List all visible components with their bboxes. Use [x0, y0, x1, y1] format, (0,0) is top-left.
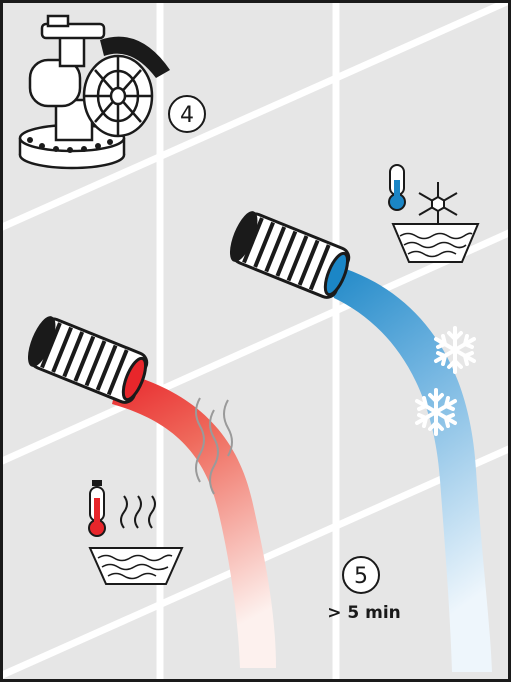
step-4-badge: 4 [168, 95, 206, 133]
hot-hose-coupling [27, 316, 149, 404]
hot-water-stream [112, 372, 276, 668]
step-5-duration: > 5 min [327, 603, 401, 623]
valve-handwheel-icon [18, 14, 170, 170]
step-5-badge: 5 [342, 556, 380, 594]
hot-water-basin-icon [88, 480, 184, 585]
step-5-number: 5 [354, 564, 368, 589]
step-4-number: 4 [180, 103, 194, 128]
cold-water-basin-icon [388, 164, 480, 263]
cold-hose-coupling [229, 211, 351, 299]
steam-icon [195, 397, 233, 495]
